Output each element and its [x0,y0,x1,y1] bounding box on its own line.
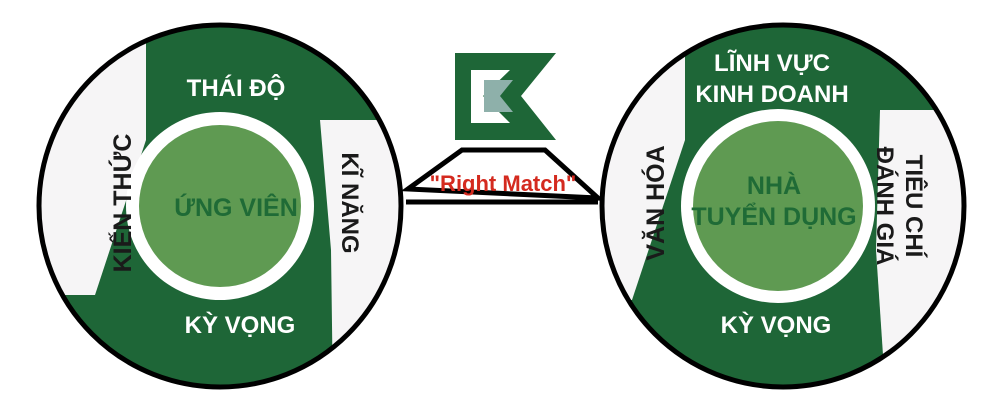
employer-left-label: VĂN HÓA [640,145,670,260]
employer-center [693,121,863,291]
employer-top-line1: LĨNH VỰC [714,49,830,77]
employer-right-line1: TIÊU CHÍ [900,155,928,259]
employer-bottom-label: KỲ VỌNG [721,311,832,339]
employer-top-line2: KINH DOANH [695,81,848,108]
candidate-bottom-label: KỲ VỌNG [185,311,296,339]
employer-outer-ring [599,22,967,390]
candidate-center-label: ỨNG VIÊN [174,192,298,222]
candidate-diagram: ỨNG VIÊN THÁI ĐỘ KỲ VỌNG KIẾN THỨC KĨ NĂ… [36,22,404,390]
connector: "Right Match" [400,147,605,205]
flag-logo-icon [455,53,556,140]
right-match-label: "Right Match" [430,171,577,196]
employer-center-line2: TUYỂN DỤNG [691,202,856,231]
employer-center-line1: NHÀ [747,171,801,200]
employer-right-line2: ĐÁNH GIÁ [871,147,899,266]
employer-diagram: NHÀ TUYỂN DỤNG LĨNH VỰC KINH DOANH KỲ VỌ… [599,22,967,390]
candidate-outer-ring [36,22,404,390]
candidate-center [139,125,301,287]
connector-triangle [400,147,605,201]
candidate-right-label: KĨ NĂNG [336,152,364,253]
candidate-top-label: THÁI ĐỘ [187,74,286,102]
candidate-left-label: KIẾN THỨC [107,134,137,273]
